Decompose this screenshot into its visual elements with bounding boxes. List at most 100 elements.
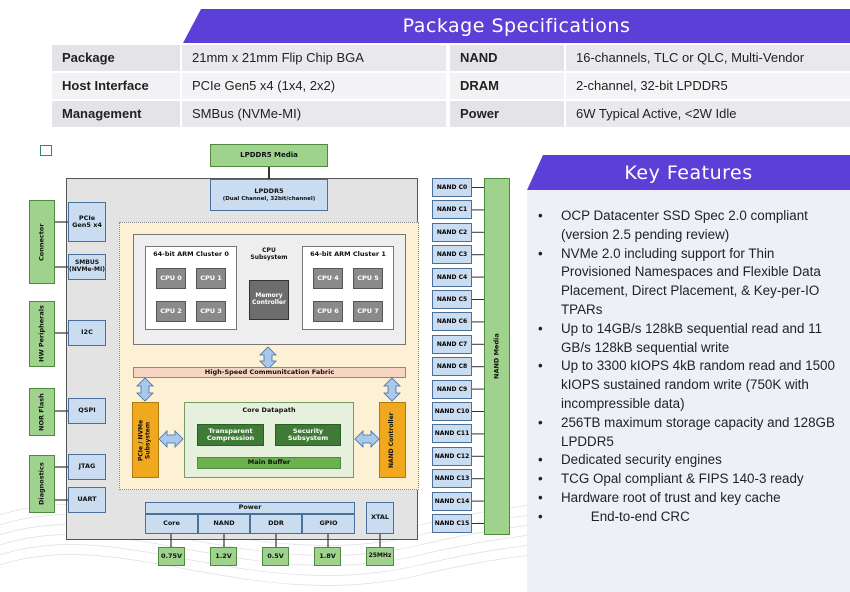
- voltage-gpio: 1.8V: [314, 547, 341, 566]
- feature-item: • End-to-end CRC: [538, 508, 843, 527]
- nand-channel: NAND C5: [432, 290, 472, 309]
- lpddr5-block: LPDDR5 (Dual Channel, 32bit/channel): [210, 179, 328, 211]
- lpddr5-label: LPDDR5: [254, 187, 284, 196]
- spec-key: NAND: [450, 45, 564, 71]
- spec-key: Power: [450, 101, 564, 127]
- lpddr5-sublabel: (Dual Channel, 32bit/channel): [222, 195, 316, 202]
- cluster-0-label: 64-bit ARM Cluster 0: [153, 250, 229, 259]
- nand-channel: NAND C9: [432, 379, 472, 399]
- feature-text: TCG Opal compliant & FIPS 140-3 ready: [561, 471, 804, 487]
- features-list: • OCP Datacenter SSD Spec 2.0 compliant (…: [538, 207, 843, 527]
- bullet-icon: •: [538, 414, 543, 430]
- feature-item: • Up to 14GB/s 128kB sequential read and …: [538, 320, 843, 358]
- cpu-4: CPU 4: [313, 268, 343, 289]
- i2c-block: I2C: [68, 320, 106, 346]
- feature-text: Up to 14GB/s 128kB sequential read and 1…: [561, 320, 826, 355]
- nand-channel: NAND C10: [432, 402, 472, 421]
- fabric-block: High-Speed Communitcation Fabric: [133, 367, 406, 378]
- smbus-block: SMBUS (NVMe-MI): [68, 254, 106, 280]
- spec-value: 21mm x 21mm Flip Chip BGA: [182, 45, 446, 71]
- security-subsystem: Security Subsystem: [275, 424, 341, 446]
- spec-key: Host Interface: [52, 73, 180, 99]
- spec-title: Package Specifications: [402, 15, 631, 37]
- feature-text: OCP Datacenter SSD Spec 2.0 compliant (v…: [561, 208, 812, 242]
- spec-value: SMBus (NVMe-MI): [182, 101, 446, 127]
- spec-value: 16-channels, TLC or QLC, Multi-Vendor: [566, 45, 850, 71]
- features-panel: [527, 190, 850, 592]
- diagnostics-block: Diagnostics: [29, 455, 55, 513]
- nand-channel: NAND C4: [432, 267, 472, 287]
- uart-block: UART: [68, 487, 106, 513]
- voltage-core: 0.75V: [158, 547, 185, 566]
- cpu-1: CPU 1: [196, 268, 226, 289]
- nand-media-connectors: [472, 187, 484, 524]
- left-connectors: [55, 221, 68, 501]
- voltage-nand: 1.2V: [210, 547, 237, 566]
- bullet-icon: •: [538, 471, 543, 487]
- pcie-block: PCIe Gen5 x4: [68, 202, 106, 242]
- spec-key: DRAM: [450, 73, 564, 99]
- cluster-1-label: 64-bit ARM Cluster 1: [310, 250, 386, 259]
- feature-text: 256TB maximum storage capacity and 128GB…: [561, 414, 839, 449]
- nand-channel: NAND C3: [432, 245, 472, 265]
- power-block: Power: [145, 502, 355, 514]
- feature-item: • Dedicated security engines: [538, 451, 843, 470]
- spec-value: 2-channel, 32-bit LPDDR5: [566, 73, 850, 99]
- bullet-icon: •: [538, 489, 543, 505]
- nand-channel: NAND C12: [432, 446, 472, 466]
- feature-item: • Up to 3300 kIOPS 4kB random read and 15…: [538, 357, 843, 413]
- square-icon: [40, 145, 52, 156]
- nand-channel: NAND C13: [432, 469, 472, 489]
- bullet-icon: •: [538, 508, 543, 524]
- bullet-icon: •: [538, 358, 543, 374]
- feature-text: Hardware root of trust and key cache: [561, 489, 781, 505]
- memory-controller: Memory Controller: [249, 280, 289, 320]
- xtal-frequency: 25MHz: [366, 547, 394, 566]
- connector-line: [268, 167, 270, 179]
- spec-banner: Package Specifications: [183, 9, 850, 43]
- nand-channel: NAND C14: [432, 491, 472, 511]
- cpu-3: CPU 3: [196, 301, 226, 322]
- jtag-block: JTAG: [68, 454, 106, 480]
- cpu-0: CPU 0: [156, 268, 186, 289]
- cpu-6: CPU 6: [313, 301, 343, 322]
- feature-item: • TCG Opal compliant & FIPS 140-3 ready: [538, 470, 843, 489]
- nand-controller: NAND Controller: [379, 402, 406, 478]
- spec-key: Package: [52, 45, 180, 71]
- features-title: Key Features: [624, 161, 753, 184]
- cpu-2: CPU 2: [156, 301, 186, 322]
- feature-item: • NVMe 2.0 including support for Thin Pro…: [538, 245, 843, 320]
- bullet-icon: •: [538, 245, 543, 261]
- core-datapath-label: Core Datapath: [242, 406, 296, 415]
- bullet-icon: •: [538, 452, 543, 468]
- feature-item: • 256TB maximum storage capacity and 128G…: [538, 414, 843, 452]
- feature-text: End-to-end CRC: [561, 508, 690, 524]
- nand-channel: NAND C1: [432, 200, 472, 220]
- power-connectors: [170, 534, 381, 548]
- power-rail-nand: NAND: [198, 514, 250, 534]
- feature-text: NVMe 2.0 including support for Thin Prov…: [561, 245, 825, 317]
- nand-channel: NAND C8: [432, 357, 472, 377]
- feature-text: Up to 3300 kIOPS 4kB random read and 150…: [561, 358, 839, 411]
- feature-item: •OCP Datacenter SSD Spec 2.0 compliant (…: [538, 207, 843, 245]
- bullet-icon: •: [538, 320, 543, 336]
- nand-channel: NAND C7: [432, 334, 472, 354]
- spec-key: Management: [52, 101, 180, 127]
- nand-media-block: NAND Media: [484, 178, 510, 535]
- main-buffer: Main Buffer: [197, 457, 341, 469]
- lpddr5-media-block: LPDDR5 Media: [210, 144, 328, 167]
- power-rail-ddr: DDR: [250, 514, 302, 534]
- nand-channel: NAND C15: [432, 514, 472, 533]
- feature-text: Dedicated security engines: [561, 452, 722, 468]
- datapath-arrows: [136, 346, 401, 448]
- features-banner: Key Features: [527, 155, 850, 190]
- cpu-7: CPU 7: [353, 301, 383, 322]
- power-rail-gpio: GPIO: [302, 514, 355, 534]
- transparent-compression: Transparent Compression: [197, 424, 264, 446]
- nand-channel: NAND C11: [432, 424, 472, 444]
- spec-value: PCIe Gen5 x4 (1x4, 2x2): [182, 73, 446, 99]
- cpu-subsystem-label: CPU Subsystem: [250, 247, 288, 261]
- xtal-block: XTAL: [366, 502, 394, 534]
- nand-channel: NAND C2: [432, 222, 472, 242]
- pcie-nvme-subsystem: PCIe / NVMe Subsystem: [132, 402, 159, 478]
